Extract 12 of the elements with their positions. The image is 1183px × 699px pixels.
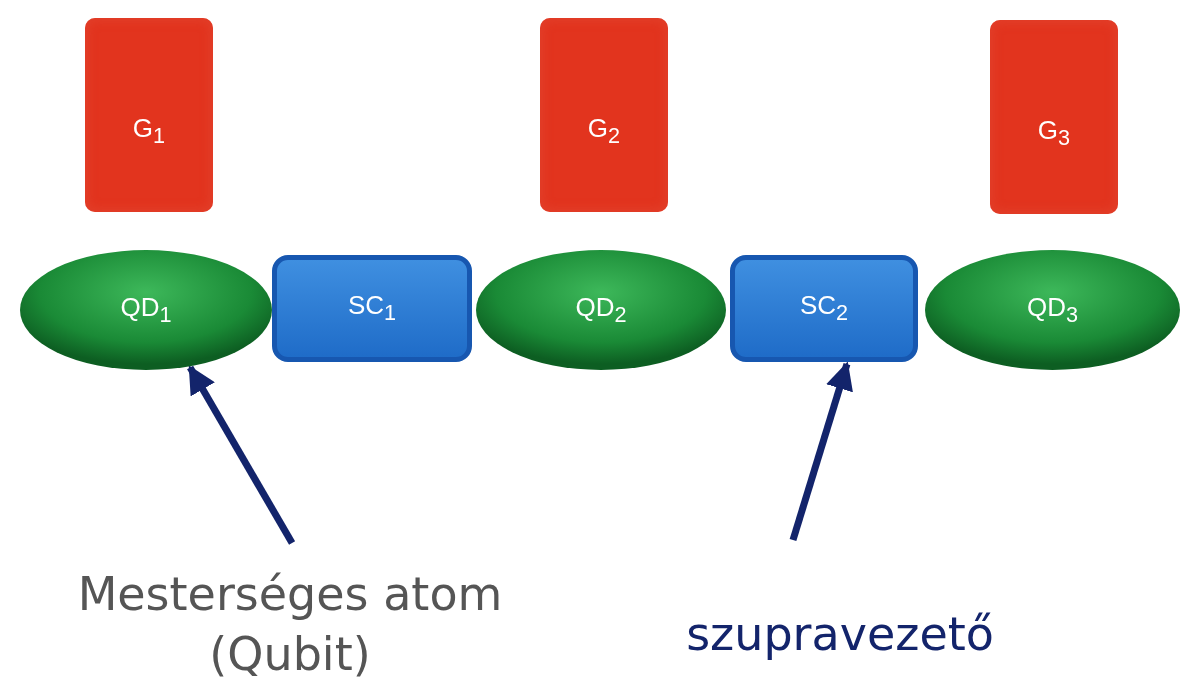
quantum-dot-ellipse: QD$_{3}$ <box>925 250 1180 370</box>
quantum-dot-ellipse: QD$_{1}$ <box>20 250 272 370</box>
quantum-dot-ellipse: QD$_{2}$ <box>476 250 726 370</box>
annotation-text: Mesterséges atom (Qubit) <box>30 565 550 699</box>
arrow <box>187 365 296 545</box>
gate-electrode: G$_{3}$ <box>990 20 1118 214</box>
annotation-text: szupravezető <box>640 605 1040 675</box>
superconductor-block: SC$_{2}$ <box>730 255 918 362</box>
gate-electrode: G$_{1}$ <box>85 18 213 212</box>
superconductor-block: SC$_{1}$ <box>272 255 472 362</box>
gate-electrode: G$_{2}$ <box>540 18 668 212</box>
arrow <box>789 361 853 542</box>
